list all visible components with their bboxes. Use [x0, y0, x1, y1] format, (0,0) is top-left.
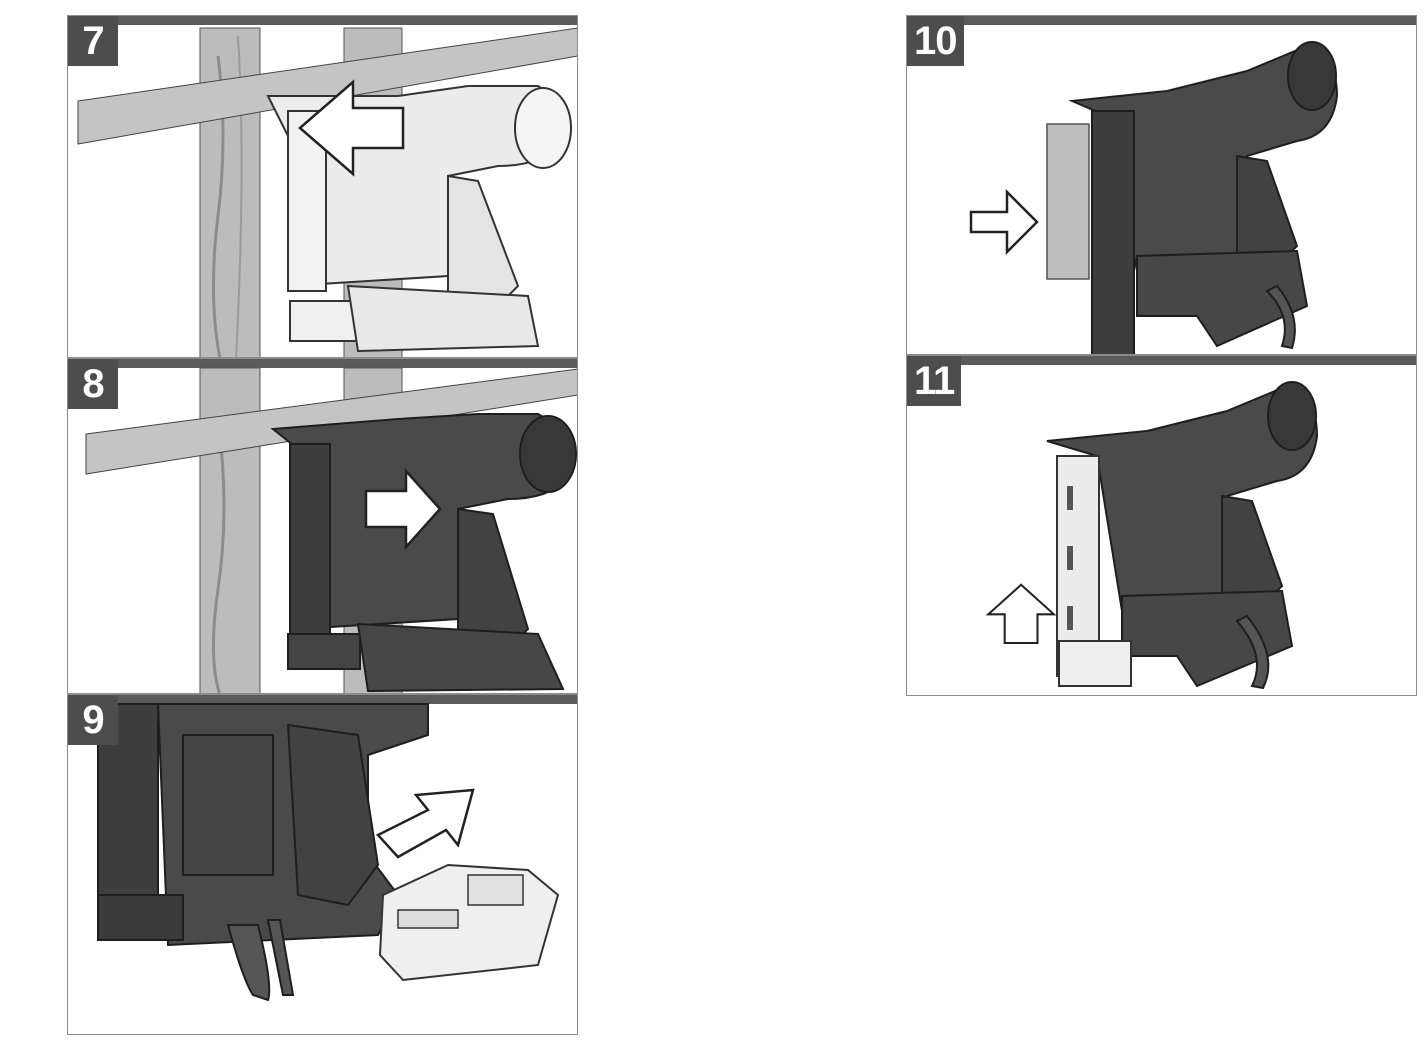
nailer-tool-light [266, 85, 572, 353]
step-8-panel: 8 [67, 358, 578, 694]
push-right-arrow [364, 467, 442, 551]
push-left-arrow [298, 79, 405, 177]
step-9-panel: 9 [67, 694, 578, 1035]
wood-board [77, 27, 577, 145]
step-7-panel: 7 [67, 15, 578, 358]
step-8-illustration [85, 367, 577, 693]
push-up-arrow [985, 583, 1057, 645]
panel-header-bar [68, 359, 577, 368]
step-11-panel: 11 [906, 355, 1417, 696]
panel-header-bar [68, 695, 577, 704]
battery-pack [378, 863, 560, 982]
panel-header-bar [907, 16, 1416, 25]
step-10-illustration [969, 41, 1339, 354]
nailer-tool-dark [97, 703, 429, 1002]
step-10-panel: 10 [906, 15, 1417, 355]
insert-right-arrow [969, 188, 1039, 256]
step-number: 10 [907, 16, 964, 66]
pull-out-arrow [375, 788, 475, 859]
step-9-illustration [97, 703, 560, 1002]
wood-board [85, 368, 577, 475]
step-number: 8 [68, 359, 118, 409]
magazine-light [1056, 455, 1132, 687]
nail-strip [1046, 123, 1090, 280]
step-7-illustration [77, 27, 577, 357]
panel-header-bar [907, 356, 1416, 365]
panel-header-bar [68, 16, 577, 25]
step-number: 11 [907, 356, 962, 406]
step-number: 7 [68, 16, 118, 66]
nailer-tool-dark [270, 413, 577, 693]
step-11-illustration [985, 381, 1319, 690]
nailer-tool-dark [1068, 41, 1339, 354]
nailer-tool-dark [1046, 381, 1319, 690]
step-number: 9 [68, 695, 118, 745]
